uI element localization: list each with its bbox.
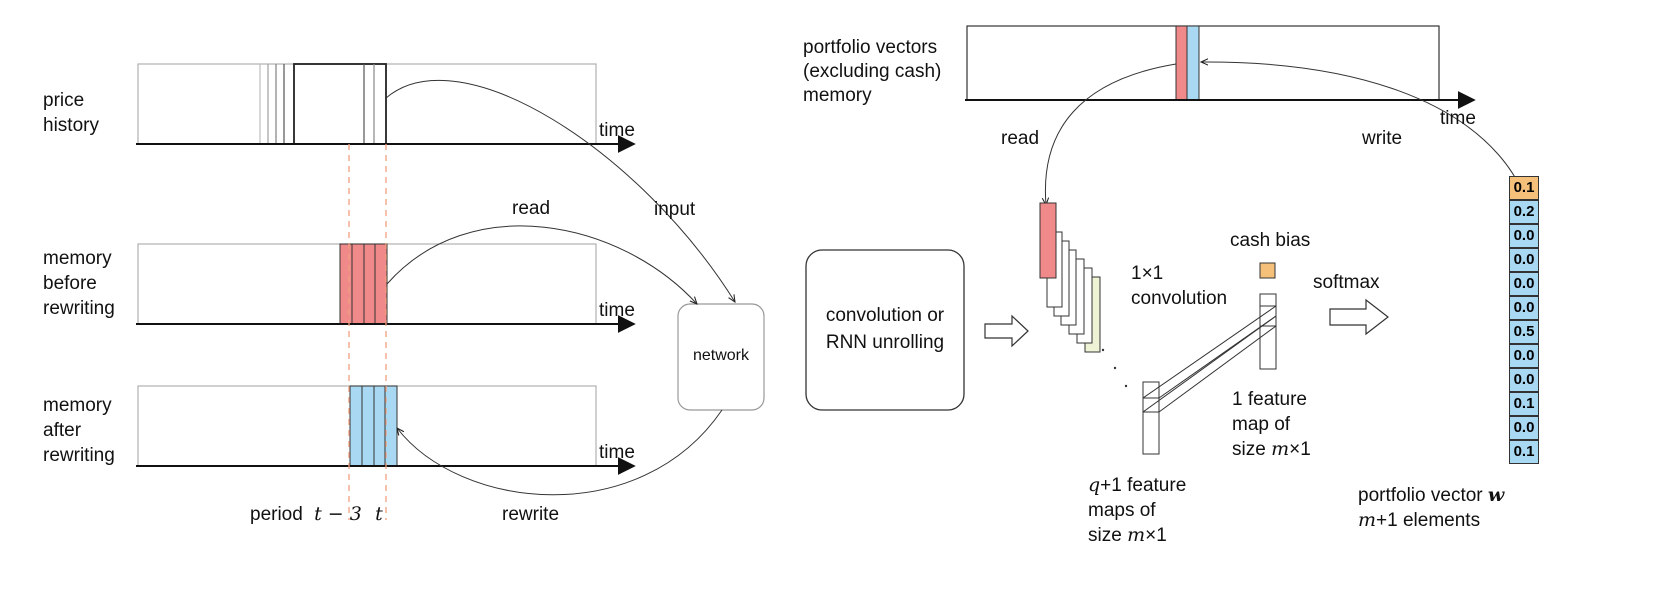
conv-rnn-box [805, 249, 965, 411]
portfolio-cash-cell: 0.1 [1509, 176, 1539, 200]
softmax-hollow-arrow [1329, 298, 1389, 336]
right-time-axis-label: time [1440, 108, 1476, 129]
portfolio-value-cell: 0.0 [1509, 224, 1539, 248]
time-axis-label-1: time [599, 120, 635, 141]
portfolio-value-cell: 0.1 [1509, 440, 1539, 464]
rewrite-arrow [397, 409, 723, 496]
portfolio-value-cell: 0.5 [1509, 320, 1539, 344]
portfolio-value-cell: 0.0 [1509, 344, 1539, 368]
portfolio-value-cell: 0.1 [1509, 392, 1539, 416]
single-feature-map-label: 1 feature map of size m×1 [1232, 389, 1311, 460]
memory-before-track [136, 243, 636, 333]
rewrite-label: rewrite [502, 504, 560, 525]
portfolio-value-cell: 0.0 [1509, 416, 1539, 440]
portfolio-value-cell: 0.0 [1509, 296, 1539, 320]
period-guides [348, 144, 387, 520]
hollow-arrow-1 [984, 314, 1029, 348]
network-box [677, 303, 765, 411]
portfolio-value-cell: 0.0 [1509, 368, 1539, 392]
input-arrow [385, 80, 735, 302]
memory-write-arrow [1201, 62, 1534, 301]
memory-read-arrow [1045, 63, 1177, 205]
time-axis-label-2: time [599, 300, 635, 321]
cash-bias-cell [1259, 262, 1276, 279]
portfolio-memory-label: portfolio vectors(excluding cash)memory [803, 37, 942, 106]
read-label: read [512, 198, 551, 219]
memory-read-label: read [1001, 128, 1040, 149]
q-feature-maps-label: q+1 feature maps of size m×1 [1088, 474, 1187, 546]
feature-map-stack [1039, 202, 1128, 388]
memory-write-label: write [1362, 128, 1403, 149]
softmax-label: softmax [1313, 272, 1380, 293]
cash-bias-label: cash bias [1230, 230, 1311, 251]
input-label: input [654, 199, 696, 220]
time-axis-label-3: time [599, 442, 635, 463]
network-label: network [692, 347, 750, 364]
portfolio-memory-track [965, 25, 1476, 109]
portfolio-value-cell: 0.2 [1509, 200, 1539, 224]
price-history-track [136, 63, 636, 153]
period-label: period t − 3 t [250, 503, 383, 525]
portfolio-vector-label: portfolio vector w m+1 elements [1358, 484, 1505, 531]
read-arrow [386, 225, 697, 304]
memory-after-track [136, 385, 636, 475]
portfolio-value-cell: 0.0 [1509, 272, 1539, 296]
portfolio-value-cell: 0.0 [1509, 248, 1539, 272]
conv1x1-projection [1142, 293, 1277, 455]
